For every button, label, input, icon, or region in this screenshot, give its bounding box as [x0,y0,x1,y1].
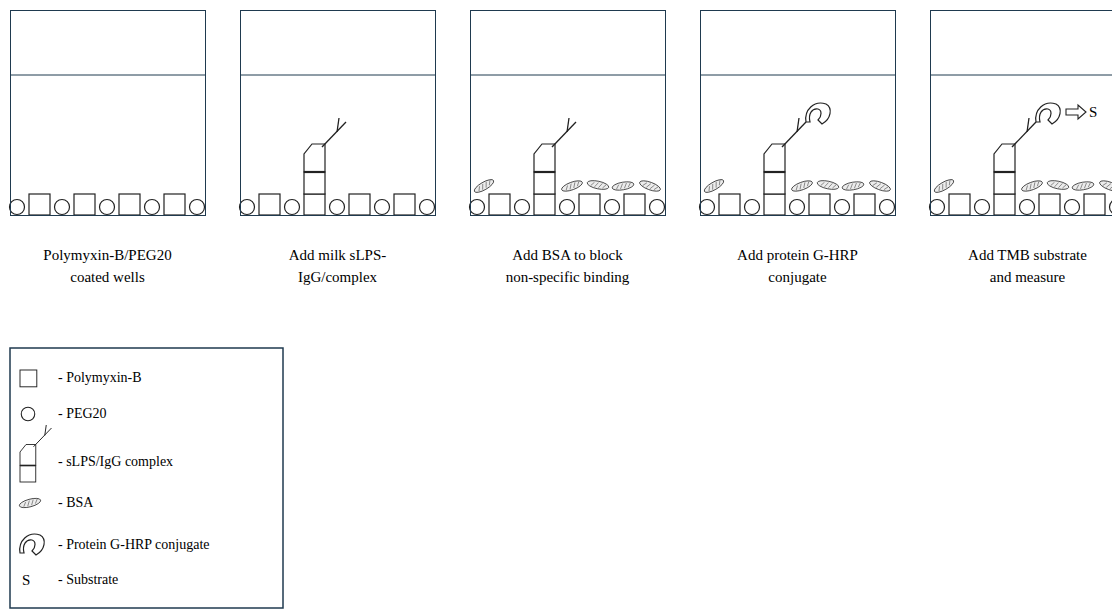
well-panel: Add BSA to block non-specific binding [470,10,666,216]
legend-text: - Polymyxin-B [58,368,142,388]
well-contents [240,75,437,215]
legend-text: - PEG20 [58,404,107,424]
legend-text: - sLPS/IgG complex [58,452,173,472]
legend-sample [21,407,35,421]
legend-frame [10,348,283,608]
legend-text: - Protein G-HRP conjugate [58,535,210,555]
step-caption: Add TMB substrate and measure [960,244,1095,288]
well-contents [470,75,667,215]
step-caption: Add BSA to block non-specific binding [500,244,635,288]
well-contents [700,75,897,215]
well-panel: Polymyxin-B/PEG20 coated wells [10,10,206,216]
legend-sample [18,496,41,509]
well-panel: Add protein G-HRP conjugate [700,10,896,216]
step-caption: Polymyxin-B/PEG20 coated wells [33,244,183,288]
well-panel: Add milk sLPS-IgG/complex [240,10,436,216]
legend-text: - BSA [58,493,93,513]
well-contents [930,75,1112,215]
legend-sample [20,534,44,555]
legend-sample [20,370,37,387]
legend-text: - Substrate [58,570,118,590]
well-contents [10,75,207,215]
step-caption: Add protein G-HRP conjugate [723,244,873,288]
step-caption: Add milk sLPS-IgG/complex [263,244,413,288]
substrate-letter: S [22,570,30,590]
substrate-letter: S [1089,102,1097,122]
well-panel: Add TMB substrate and measure [930,10,1112,216]
reaction-arrow [1066,105,1086,119]
legend-sample [20,425,52,482]
